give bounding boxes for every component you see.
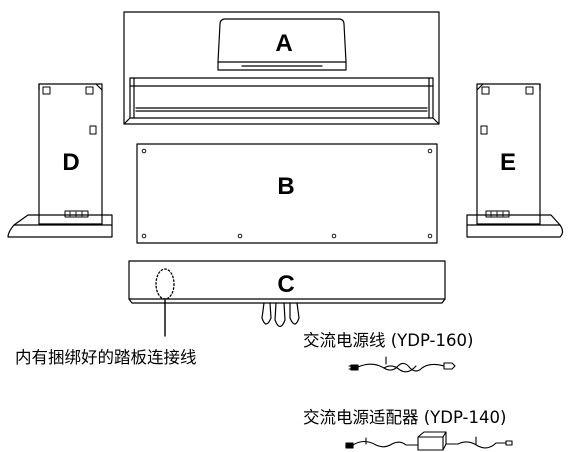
part-c-label: C (277, 271, 294, 298)
pedals (261, 302, 300, 328)
part-d-left-side-panel (7, 83, 113, 238)
pedal-cord-caption: 内有捆绑好的踏板连接线 (15, 348, 197, 367)
mounting-brackets (480, 86, 534, 218)
part-b-label: B (277, 173, 294, 200)
ac-power-cord-illustration (348, 356, 456, 373)
part-b-back-board (136, 143, 438, 244)
ac-adaptor-illustration (345, 431, 513, 451)
part-e-label: E (500, 149, 516, 176)
part-c-pedal-box (128, 260, 446, 337)
bundled-pedal-cord-indicator (155, 268, 175, 300)
music-rest (217, 18, 347, 71)
part-a-main-unit (123, 11, 440, 125)
ac-power-cord-caption: 交流电源线 (YDP-160) (303, 331, 474, 350)
part-d-label: D (62, 149, 79, 176)
screw-holes (141, 148, 433, 239)
mounting-brackets (42, 86, 97, 218)
part-a-label: A (275, 30, 292, 57)
ac-adaptor-caption: 交流电源适配器 (YDP-140) (303, 408, 507, 427)
part-e-right-side-panel (466, 83, 564, 238)
